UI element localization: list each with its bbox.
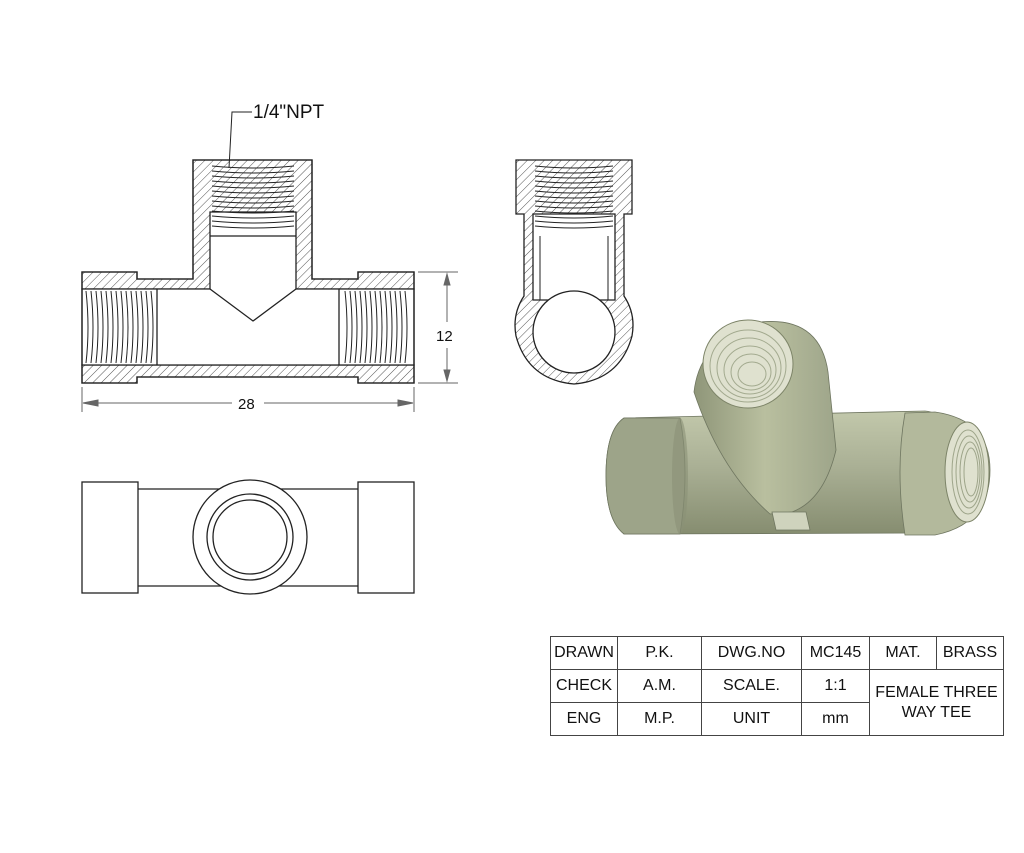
part-title-line2: WAY TEE: [901, 703, 972, 721]
front-section-wall-bottom: [81, 364, 415, 384]
iso-branch-opening: [702, 319, 794, 409]
front-section-view: [81, 159, 415, 384]
top-thread: [211, 165, 295, 229]
eng-label: ENG: [550, 702, 618, 736]
thread-label: 1/4"NPT: [253, 102, 325, 123]
dwg-label: DWG.NO: [701, 636, 802, 670]
top-view: [81, 479, 415, 595]
part-title-line1: FEMALE THREE: [875, 683, 998, 701]
iso-right-thread: [951, 429, 985, 515]
check-value: A.M.: [617, 669, 702, 703]
front-section-bore: [81, 211, 415, 366]
mat-label: MAT.: [869, 636, 937, 670]
side-top-thread: [534, 165, 614, 229]
drawn-label: DRAWN: [550, 636, 618, 670]
mat-value: BRASS: [936, 636, 1004, 670]
length-dimension: 28: [81, 387, 415, 413]
side-section-run-bore: [532, 290, 616, 374]
scale-label: SCALE.: [701, 669, 802, 703]
unit-label: UNIT: [701, 702, 802, 736]
drill-point: [209, 288, 297, 322]
branch-inner-circle: [212, 499, 288, 575]
title-block: DRAWN P.K. DWG.NO MC145 MAT. BRASS CHECK…: [550, 636, 1004, 736]
part-title: FEMALE THREE WAY TEE: [869, 669, 1004, 736]
left-thread: [85, 290, 154, 364]
side-section-view: [514, 159, 634, 385]
unit-value: mm: [801, 702, 870, 736]
side-section-bore: [532, 213, 616, 301]
iso-foot-notch: [771, 511, 811, 531]
length-value: 28: [238, 396, 255, 413]
isometric-view: [605, 319, 991, 536]
height-dimension: 12: [418, 271, 458, 384]
thread-callout: 1/4"NPT: [228, 102, 325, 169]
check-label: CHECK: [550, 669, 618, 703]
height-value: 12: [436, 328, 453, 345]
right-thread: [344, 290, 408, 364]
dwg-value: MC145: [801, 636, 870, 670]
eng-value: M.P.: [617, 702, 702, 736]
iso-branch-thread: [709, 329, 787, 403]
scale-value: 1:1: [801, 669, 870, 703]
drawn-value: P.K.: [617, 636, 702, 670]
